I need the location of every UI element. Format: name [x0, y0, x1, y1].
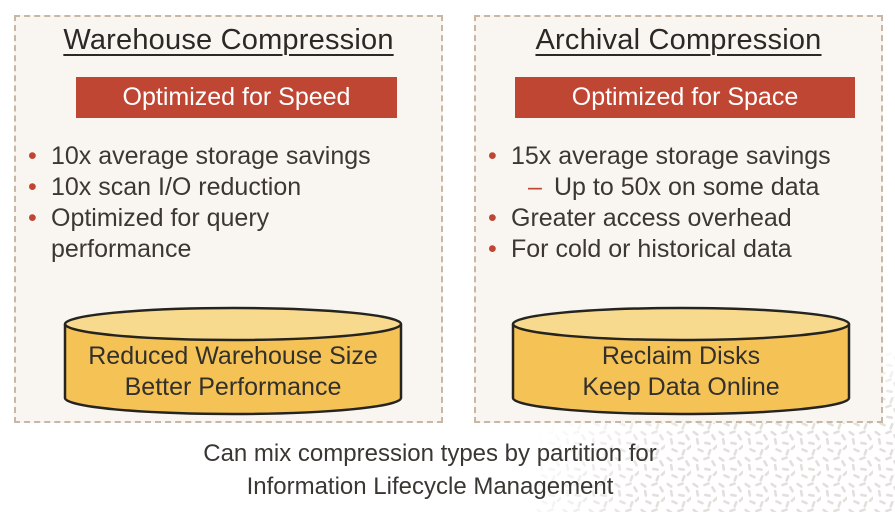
bullet-text: 10x average storage savings — [51, 142, 371, 170]
bullet-item: 10x scan I/O reduction — [28, 172, 435, 203]
cylinder-label-line1: Reclaim Disks — [601, 342, 761, 370]
panel-archival-compression: Archival Compression Optimized for Space… — [474, 15, 883, 423]
bullet-text: 10x scan I/O reduction — [51, 173, 302, 201]
cylinder-label: Reclaim Disks Keep Data Online — [509, 331, 853, 413]
database-cylinder-archival: Reclaim Disks Keep Data Online — [509, 305, 853, 417]
cylinder-label-line2: Keep Data Online — [582, 373, 780, 401]
bullet-item: For cold or historical data — [488, 234, 875, 265]
cylinder-label-line1: Reduced Warehouse Size — [88, 342, 378, 370]
bullet-list-warehouse: 10x average storage savings 10x scan I/O… — [28, 141, 435, 265]
badge-optimized-for-speed: Optimized for Speed — [76, 77, 397, 118]
bullet-item: Optimized for query performance — [28, 203, 435, 265]
badge-optimized-for-space: Optimized for Space — [515, 77, 855, 118]
caption-line1: Can mix compression types by partition f… — [203, 440, 657, 467]
bullet-text: For cold or historical data — [511, 235, 792, 263]
bullet-item: 10x average storage savings — [28, 141, 435, 172]
bullet-text: Up to 50x on some data — [554, 173, 820, 201]
panel-title-archival: Archival Compression — [476, 24, 881, 57]
panel-warehouse-compression: Warehouse Compression Optimized for Spee… — [14, 15, 443, 423]
panel-title-warehouse: Warehouse Compression — [16, 24, 441, 57]
panel-title-text: Archival Compression — [535, 24, 822, 56]
bullet-text: 15x average storage savings — [511, 142, 831, 170]
slide-caption: Can mix compression types by partition f… — [0, 437, 860, 503]
disk-cylinder-icon — [511, 306, 851, 416]
cylinder-label: Reduced Warehouse Size Better Performanc… — [61, 331, 405, 413]
bullet-subitem: Up to 50x on some data — [488, 172, 875, 203]
bullet-list-archival: 15x average storage savings Up to 50x on… — [488, 141, 875, 265]
caption-line2: Information Lifecycle Management — [246, 473, 614, 500]
disk-cylinder-icon — [63, 306, 403, 416]
database-cylinder-warehouse: Reduced Warehouse Size Better Performanc… — [61, 305, 405, 417]
bullet-text: Greater access overhead — [511, 204, 792, 232]
bullet-item: Greater access overhead — [488, 203, 875, 234]
cylinder-label-line2: Better Performance — [124, 373, 342, 401]
bullet-item: 15x average storage savings — [488, 141, 875, 172]
panel-title-text: Warehouse Compression — [63, 24, 394, 56]
bullet-text: Optimized for query performance — [51, 204, 270, 263]
